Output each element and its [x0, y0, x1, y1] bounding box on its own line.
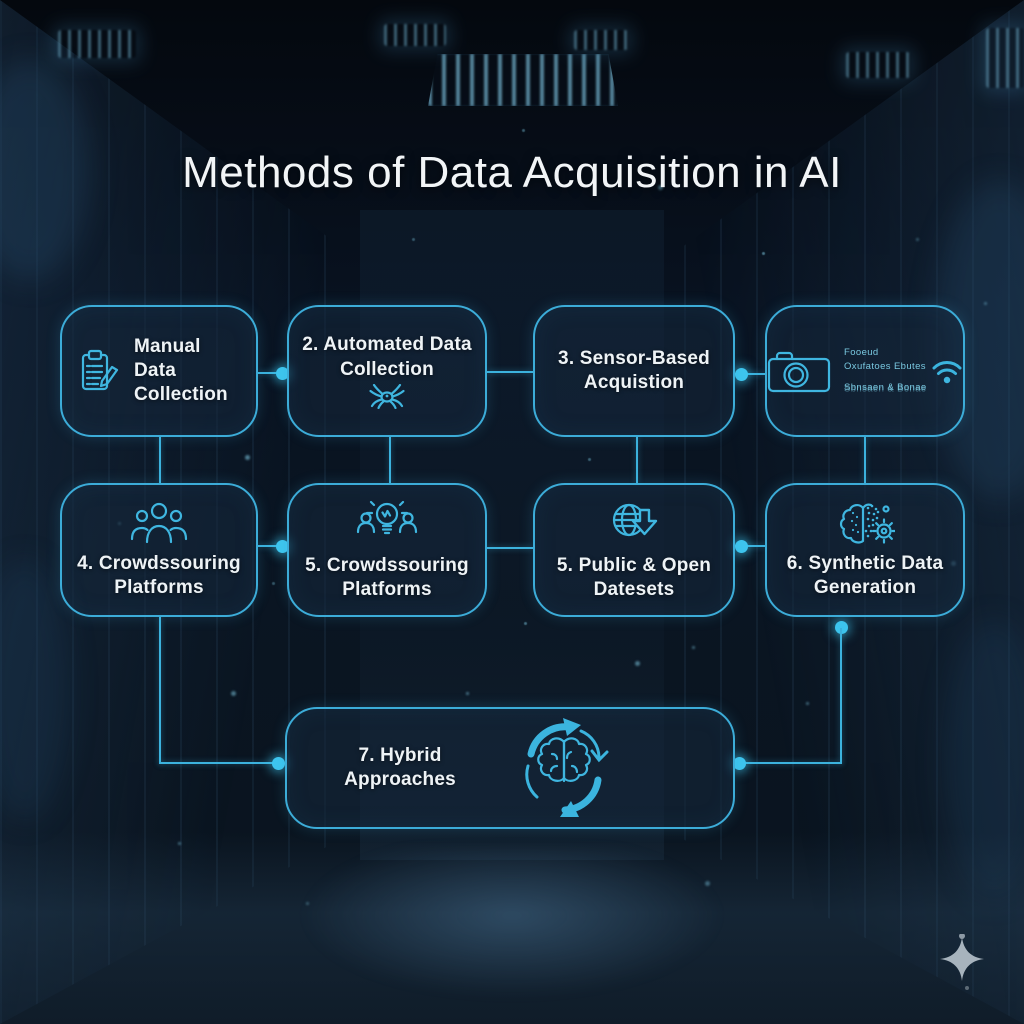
connector-dot: [735, 540, 748, 553]
connector-dot: [276, 540, 289, 553]
people-group-icon: [130, 500, 188, 544]
connector-public-synthetic: [735, 545, 765, 547]
node-public-open-datasets: 5. Public & Open Datesets: [533, 483, 735, 617]
node-label: 6. Synthetic Data Generation: [786, 552, 944, 598]
sparkle-logo-icon: [934, 933, 996, 996]
connector-dot: [835, 621, 848, 634]
connector-synthetic-hybrid-h: [740, 762, 842, 764]
connector-sensor-devices: [735, 373, 765, 375]
connector-sensor-public: [636, 437, 638, 483]
node-manual-data-collection: Manual Data Collection: [60, 305, 258, 437]
ceiling-vent: [428, 54, 618, 106]
connector-crowd5-public: [487, 547, 533, 549]
floor-light: [300, 848, 724, 998]
ceiling-vent: [846, 52, 910, 78]
brain-gear-icon: [835, 500, 895, 544]
node-crowdsourcing-platforms-5: 5. Crowdssouring Platforms: [287, 483, 487, 617]
node-automated-data-collection: 2. Automated Data Collection: [287, 305, 487, 437]
wifi-icon: [931, 357, 963, 385]
rack-glow: [0, 560, 70, 820]
crowd-lightbulb-icon: [354, 498, 420, 546]
connector-dot: [276, 367, 289, 380]
brain-cycle-icon: [505, 714, 623, 822]
ceiling-vent: [384, 24, 446, 46]
node-label: 4. Crowdssouring Platforms: [77, 552, 241, 598]
connector-dot: [733, 757, 746, 770]
node-hybrid-approaches: 7. Hybrid Approaches: [285, 707, 735, 829]
connector-automated-crowd5: [389, 437, 391, 483]
node-label: 5. Crowdssouring Platforms: [305, 554, 469, 600]
node-label: 3. Sensor-Based Acquistion: [558, 347, 710, 393]
spider-crawler-icon: [368, 383, 406, 409]
bokeh-dots: [0, 0, 3, 3]
ceiling-vent: [574, 30, 628, 50]
page-title: Methods of Data Acquisition in AI: [182, 148, 842, 197]
connector-dot: [735, 368, 748, 381]
ceiling-vent: [58, 30, 136, 58]
camera-icon: [767, 349, 831, 393]
device-caption-text: Fooeud Oxufatoes Ebutes Sbnsaen & Bonae: [844, 347, 927, 393]
connector-crowd4-hybrid-v: [159, 617, 161, 764]
node-label: 5. Public & Open Datesets: [556, 554, 712, 600]
connector-manual-automated: [258, 372, 287, 374]
rack-glow: [944, 620, 1024, 900]
node-sensor-devices: Fooeud Oxufatoes Ebutes Sbnsaen & Bonae: [765, 305, 965, 437]
connector-crowd4-crowd5: [258, 545, 287, 547]
corridor-floor: [0, 832, 1024, 1024]
node-sensor-based-acquisition: 3. Sensor-Based Acquistion: [533, 305, 735, 437]
globe-download-icon: [608, 498, 660, 546]
connector-devices-synthetic: [864, 437, 866, 483]
node-crowdsourcing-platforms-4: 4. Crowdssouring Platforms: [60, 483, 258, 617]
node-label: Manual Data Collection: [134, 335, 228, 406]
connector-manual-crowd4: [159, 437, 161, 483]
node-label: 7. Hybrid Approaches: [344, 744, 456, 790]
clipboard-pencil-icon: [76, 348, 122, 394]
connector-synthetic-hybrid-v: [840, 628, 842, 764]
connector-automated-sensor: [487, 371, 533, 373]
node-synthetic-data-generation: 6. Synthetic Data Generation: [765, 483, 965, 617]
connector-crowd4-hybrid-h: [159, 762, 281, 764]
connector-dot: [272, 757, 285, 770]
ceiling-vent: [986, 28, 1024, 88]
node-label: 2. Automated Data Collection: [302, 334, 472, 380]
